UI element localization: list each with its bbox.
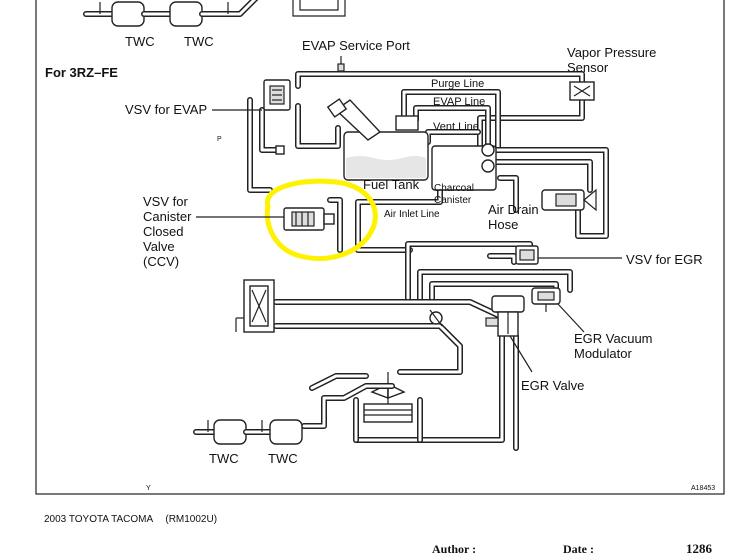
- evap-service-port: [337, 56, 345, 72]
- footer-date-label: Date :: [563, 542, 594, 556]
- label-air-drain-1: Air Drain: [488, 202, 539, 217]
- label-vsv-ccv-4: Valve: [143, 239, 175, 254]
- egr-vacuum-modulator: [531, 287, 561, 312]
- label-vsv-for-evap: VSV for EVAP: [125, 102, 207, 117]
- label-vapor-pressure-sensor-1: Vapor Pressure: [567, 45, 656, 60]
- label-y-mark: Y: [146, 485, 151, 492]
- exhaust-manifold: [301, 373, 395, 429]
- leader-egr-valve: [509, 335, 533, 373]
- footer-vehicle: 2003 TOYOTA TACOMA (RM1002U): [44, 514, 217, 525]
- label-vapor-pressure-sensor-2: Sensor: [567, 60, 609, 75]
- vsv-for-evap: [263, 79, 291, 155]
- engine-title: For 3RZ–FE: [45, 65, 118, 80]
- label-charcoal-2: Canister: [434, 195, 472, 206]
- label-air-inlet-line: Air Inlet Line: [384, 209, 440, 220]
- label-p-mark: P: [217, 136, 222, 143]
- vapor-pressure-sensor: [569, 81, 595, 101]
- label-vsv-ccv-5: (CCV): [143, 254, 179, 269]
- footer-manual-code: (RM1002U): [165, 514, 218, 525]
- label-charcoal-1: Charcoal: [434, 183, 474, 194]
- label-twc-top-right: TWC: [184, 34, 214, 49]
- charcoal-canister: [431, 143, 497, 191]
- label-egr-vacuum-2: Modulator: [574, 346, 632, 361]
- label-vent-line: Vent Line: [433, 121, 479, 133]
- purge-valve-body: [541, 188, 597, 212]
- footer-page-number: 1286: [686, 541, 712, 556]
- engine-cylinder: [353, 372, 423, 443]
- label-twc-top-left: TWC: [125, 34, 155, 49]
- egr-valve: [485, 295, 525, 337]
- leader-egr-vacuum: [557, 303, 585, 333]
- bottom-exhaust-converters: [193, 419, 303, 445]
- label-evap-line: EVAP Line: [433, 96, 485, 108]
- label-evap-service-port: EVAP Service Port: [302, 38, 410, 53]
- label-vsv-for-egr: VSV for EGR: [626, 252, 703, 267]
- footer-author-label: Author :: [432, 542, 477, 556]
- label-egr-vacuum-1: EGR Vacuum: [574, 331, 653, 346]
- fuel-tank: [326, 98, 429, 181]
- label-vsv-ccv-3: Closed: [143, 224, 183, 239]
- top-exhaust-converters: [83, 0, 346, 27]
- ccv-highlight-circle: [264, 178, 378, 261]
- label-vsv-ccv-2: Canister: [143, 209, 192, 224]
- label-air-drain-2: Hose: [488, 217, 518, 232]
- intake-plenum: [429, 309, 443, 327]
- vsv-for-egr: [515, 245, 539, 265]
- label-twc-bottom-right: TWC: [268, 451, 298, 466]
- label-egr-valve: EGR Valve: [521, 378, 584, 393]
- vsv-for-ccv: [283, 207, 335, 231]
- label-vsv-ccv-1: VSV for: [143, 194, 188, 209]
- diagram-frame: [35, 0, 725, 495]
- air-cleaner: [235, 279, 275, 333]
- label-fuel-tank: Fuel Tank: [363, 177, 420, 192]
- footer-vehicle-name: 2003 TOYOTA TACOMA: [44, 514, 153, 525]
- hose-network: [247, 71, 609, 451]
- label-purge-line: Purge Line: [431, 78, 484, 90]
- label-twc-bottom-left: TWC: [209, 451, 239, 466]
- figure-code: A18453: [691, 485, 715, 492]
